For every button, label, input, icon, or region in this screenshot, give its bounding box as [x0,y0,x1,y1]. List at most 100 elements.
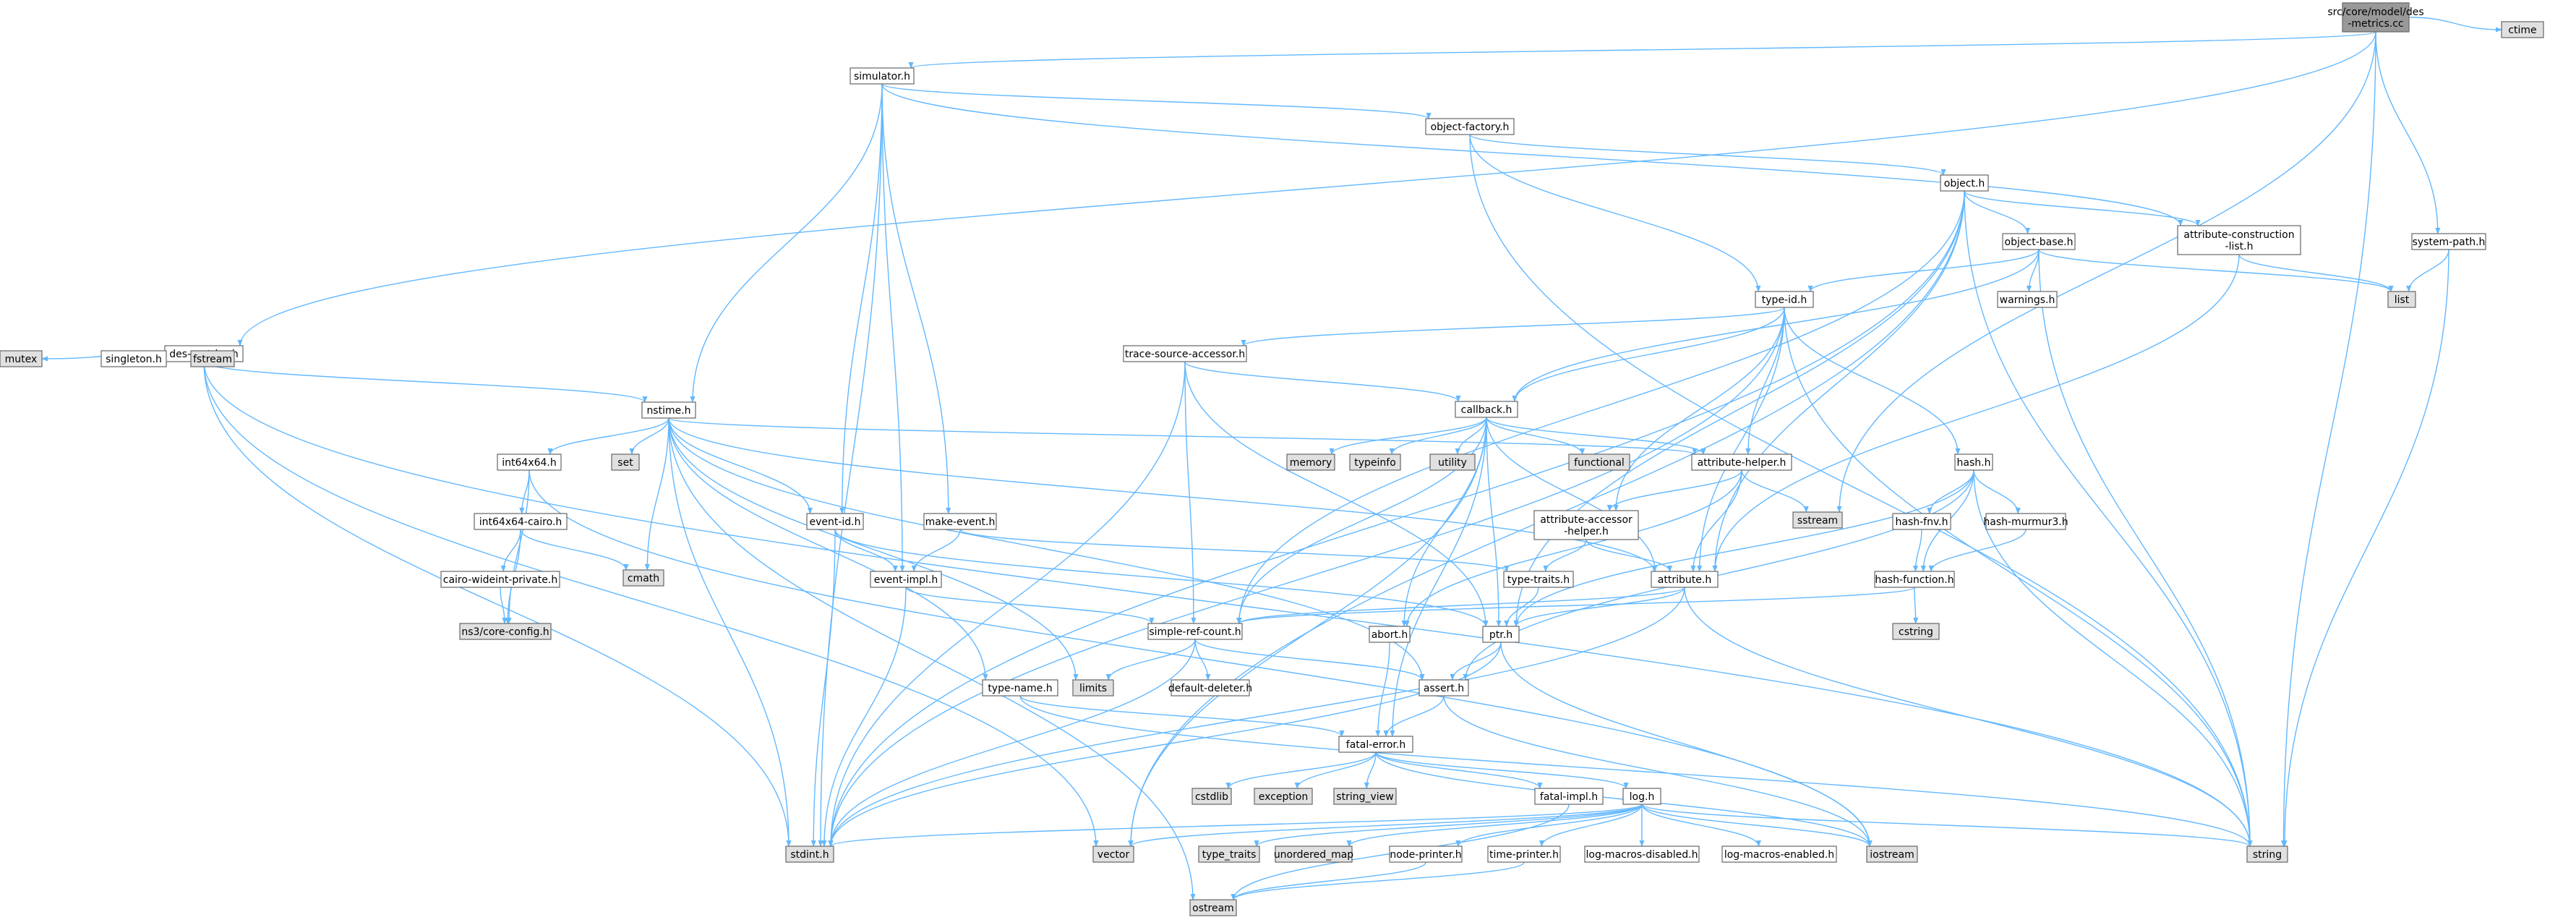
node-attraccessor[interactable]: attribute-accessor-helper.h [1533,510,1639,540]
node-attrconstr[interactable]: attribute-construction-list.h [2177,225,2301,255]
node-hashmurmur3[interactable]: hash-murmur3.h [1983,513,2068,530]
edge-fatalerror-to-stringview [1364,751,1377,789]
node-box-hashfnv [1892,513,1951,530]
node-label-attrconstr: attribute-construction [2183,229,2294,241]
node-label-attrhelper: attribute-helper.h [1698,457,1786,469]
node-attribute[interactable]: attribute.h [1651,571,1719,588]
node-box-simulator [850,67,915,85]
node-nodeprinter[interactable]: node-printer.h [1389,846,1463,863]
edge-desmetrics-to-stdint [203,361,792,847]
edge-attribute-to-string [1684,587,2253,847]
edge-int64x64-to-ns3config [506,469,530,624]
edge-object-to-attribute [1712,190,1965,572]
edge-simplerefcount-to-assert [1194,639,1425,681]
node-label-unordered_map: unordered_map [1274,849,1353,861]
node-log[interactable]: log.h [1622,788,1661,805]
node-assert[interactable]: assert.h [1418,679,1469,697]
node-typeid[interactable]: type-id.h [1755,291,1814,308]
node-box-fatalerror [1338,736,1413,753]
edge-nstime-to-cmath [644,417,669,571]
node-objectbase[interactable]: object-base.h [2002,233,2076,250]
edge-hashfunction-to-cstring [1913,587,1919,624]
node-int64x64[interactable]: int64x64.h [497,453,562,471]
node-fatalerror[interactable]: fatal-error.h [1338,736,1413,753]
edge-simulator-to-eventid [839,83,883,514]
node-eventid[interactable]: event-id.h [806,513,864,530]
edges-layer [41,17,2502,900]
edge-simulator-to-makeevent [881,83,951,514]
edge-attraccessor-to-attribute [1586,539,1673,572]
edge-callback-to-fatalerror [1390,417,1487,737]
node-ptr[interactable]: ptr.h [1482,626,1520,643]
edge-hash-to-string [1973,469,2253,847]
node-label-singleton: singleton.h [106,354,162,365]
node-label-defaultdeleter: default-deleter.h [1168,683,1252,694]
node-mutex: mutex [0,350,43,367]
node-label-int64x64: int64x64.h [502,457,557,469]
node-simplerefcount[interactable]: simple-ref-count.h [1147,623,1243,640]
edge-object-to-string [1964,190,2253,847]
edge-nstime-to-eventid [668,417,813,514]
node-attrhelper[interactable]: attribute-helper.h [1691,453,1792,471]
node-fatalimpl[interactable]: fatal-impl.h [1534,788,1604,805]
node-cairowideint[interactable]: cairo-wideint-private.h [440,571,560,588]
node-typetraits[interactable]: type-traits.h [1503,571,1574,588]
node-box-attrhelper [1691,453,1792,471]
edge-typename-to-fatalerror [1019,695,1345,737]
node-box-root [2342,2,2410,33]
node-hashfunction[interactable]: hash-function.h [1874,571,1955,588]
node-label-cmath: cmath [628,573,659,584]
node-label-hashfnv: hash-fnv.h [1896,516,1948,528]
node-label-objectfactory: object-factory.h [1431,122,1510,133]
edge-timeprinter-to-ostream [1231,861,1525,900]
node-object[interactable]: object.h [1940,174,1989,192]
node-label-utility: utility [1438,457,1467,469]
edge-typeid-to-attribute [1697,307,1785,572]
edge-typeid-to-tsaccessor [1241,307,1785,346]
node-box-int64x64cairo [474,513,568,530]
edge-callback-to-functional [1486,417,1586,455]
node-label-logmacrosdisabled: log-macros-disabled.h [1586,849,1698,861]
node-box-timeprinter [1487,846,1561,863]
node-typename[interactable]: type-name.h [982,679,1058,697]
node-callback[interactable]: callback.h [1455,401,1518,418]
node-singleton[interactable]: singleton.h [100,350,167,367]
node-makeevent[interactable]: make-event.h [923,513,997,530]
node-abort[interactable]: abort.h [1369,626,1411,643]
node-warnings[interactable]: warnings.h [1997,291,2058,308]
node-label-attraccessor: attribute-accessor [1540,514,1633,526]
node-hashfnv[interactable]: hash-fnv.h [1892,513,1951,530]
edge-ptr-to-assert [1450,642,1502,681]
node-label-warnings: warnings.h [2000,294,2055,306]
edge-nstime-to-stdint [668,417,792,847]
node-label-list: list [2395,294,2410,306]
node-cmath: cmath [622,569,664,587]
edge-ptr-to-stdint [828,642,1502,847]
node-simulator[interactable]: simulator.h [850,67,915,85]
edge-root-to-simulator [909,31,2376,69]
node-tsaccessor[interactable]: trace-source-accessor.h [1123,345,1247,362]
node-box-makeevent [923,513,997,530]
node-eventimpl[interactable]: event-impl.h [870,571,942,588]
edge-object-to-attrconstr [1964,190,2201,226]
node-defaultdeleter[interactable]: default-deleter.h [1168,679,1252,697]
node-label-nodeprinter: node-printer.h [1390,849,1461,861]
edge-fatalerror-to-cstdlib [1225,751,1377,789]
node-stringview: string_view [1333,788,1397,805]
node-root[interactable]: src/core/model/des-metrics.cc [2327,2,2424,33]
edge-log-to-string [1641,804,2253,847]
edge-int64x64cairo-to-cmath [520,529,629,571]
node-label-timeprinter: time-printer.h [1489,849,1559,861]
node-timeprinter[interactable]: time-printer.h [1487,846,1561,863]
node-label-assert: assert.h [1424,683,1464,694]
node-logmacrosdisabled[interactable]: log-macros-disabled.h [1584,846,1700,863]
node-systempath[interactable]: system-path.h [2411,233,2486,250]
node-int64x64cairo[interactable]: int64x64-cairo.h [474,513,568,530]
node-hash[interactable]: hash.h [1954,453,1993,471]
edge-log-to-unordered_map [1346,804,1643,847]
node-logmacrosenabled[interactable]: log-macros-enabled.h [1721,846,1837,863]
node-nstime[interactable]: nstime.h [641,401,696,419]
node-objectfactory[interactable]: object-factory.h [1425,118,1515,135]
node-label-functional: functional [1574,457,1625,469]
